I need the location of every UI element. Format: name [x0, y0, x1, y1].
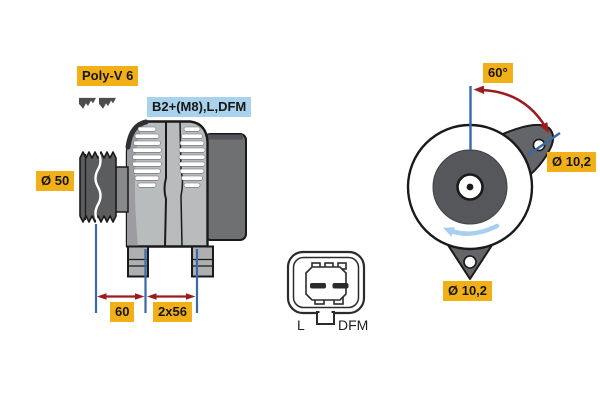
shaft-hub [114, 166, 129, 213]
dimension-extension-lines [94, 224, 199, 313]
pin-slot-l [310, 283, 326, 289]
alternator-front-view [406, 85, 561, 280]
mounting-feet [127, 245, 214, 278]
bottom-hole-diameter-label: Ø 10,2 [443, 281, 493, 301]
poly-v-belt-profile-icon [79, 97, 116, 109]
mounting-hole-bottom [463, 255, 477, 269]
pulley-break-line [94, 151, 102, 223]
top-hole-diameter-label: Ø 10,2 [547, 152, 597, 172]
dimension-arrows [97, 293, 196, 300]
dimension-2x56-label: 2x56 [153, 302, 192, 322]
connector-diagram [286, 250, 366, 325]
angle-reference-lines [469, 86, 561, 156]
rear-cover [203, 133, 247, 241]
cooling-fins-front [132, 126, 162, 188]
dimension-60-label: 60 [110, 302, 135, 322]
housing-left-shade [127, 122, 146, 246]
terminals-label: B2+(M8),L,DFM [147, 97, 252, 117]
angle-arc-arrow [473, 85, 549, 134]
pin-slot-dfm [332, 283, 349, 289]
shaft-center-dot [466, 183, 474, 191]
pulley [79, 151, 117, 223]
connector-plug-body [305, 262, 347, 305]
housing-top-cap [125, 119, 149, 150]
cooling-fins-rear [178, 126, 206, 188]
connector-pin-dfm-label: DFM [338, 317, 369, 333]
belt-type-label: Poly-V 6 [77, 66, 139, 86]
housing-divider-left [163, 122, 168, 247]
rotation-arrow [443, 223, 500, 237]
pulley-diameter-label: Ø 50 [36, 171, 75, 191]
connector-inner-shell [292, 256, 360, 309]
alternator-side-view [79, 97, 247, 313]
rear-cover-top-shade [207, 134, 243, 140]
connector-pin-l-label: L [297, 317, 305, 333]
mounting-angle-label: 60° [483, 63, 513, 83]
connector-tab-joint [319, 309, 332, 314]
